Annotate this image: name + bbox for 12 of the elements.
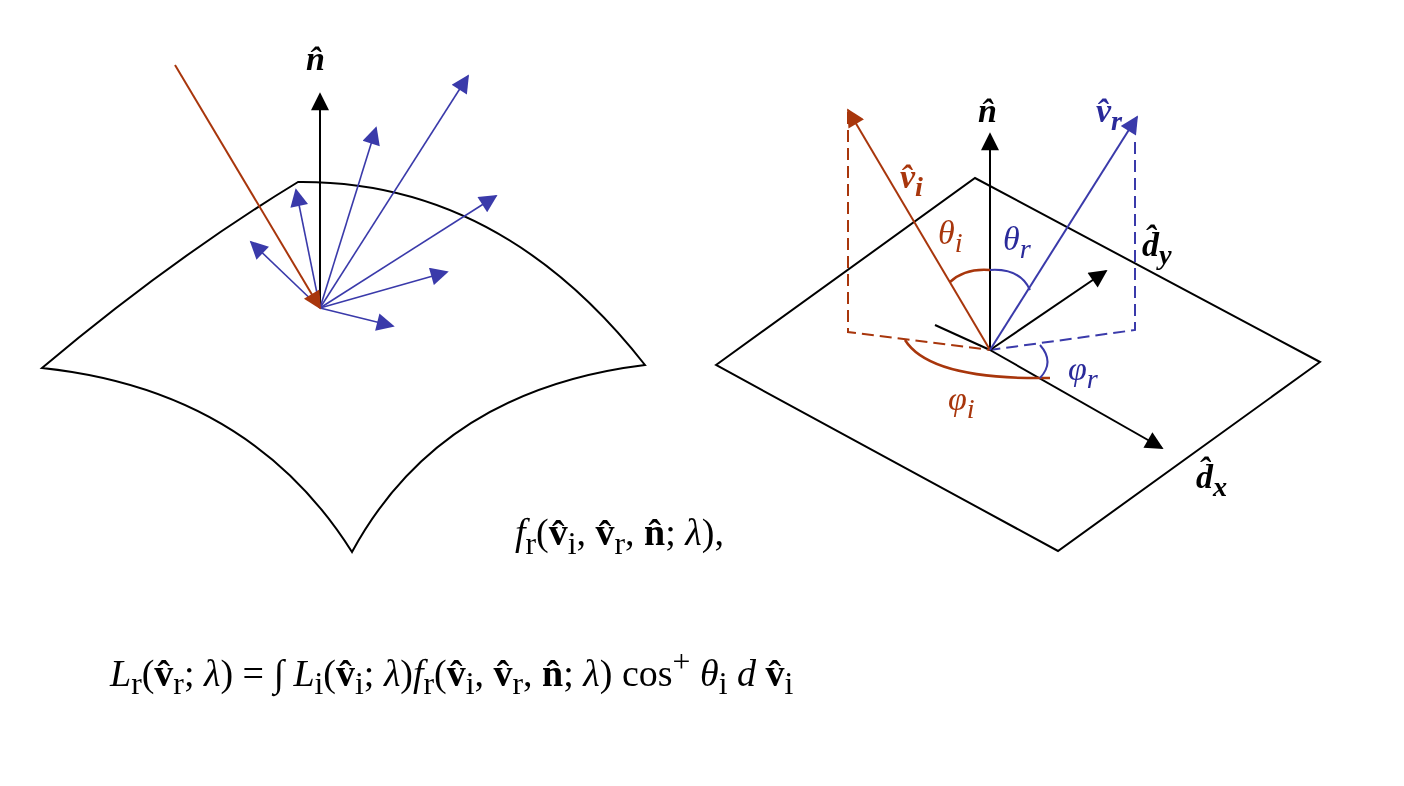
- angle-label: θ$_{r}$: [1003, 220, 1031, 264]
- vector-label: v̂$_{i}$: [900, 158, 923, 202]
- equation: f$_{r}$(v̂$_{i}$, v̂$_{r}$, n̂; λ),: [515, 512, 724, 562]
- vector-label: v̂$_{r}$: [1096, 92, 1123, 136]
- angle-label: θ$_{i}$: [938, 214, 963, 258]
- angle-label: φ$_{i}$: [948, 380, 975, 424]
- vector-label: d̂$_{x}$: [1196, 458, 1228, 502]
- vector-label: n̂: [306, 40, 325, 78]
- vector-label: n̂: [978, 92, 997, 130]
- angle-label: φ$_{r}$: [1068, 350, 1098, 394]
- equation: L$_{r}$(v̂$_{r}$; λ) = ∫ L$_{i}$(v̂$_{i}$; λ)f$_{r}$(v̂$_{i}$, v̂$_{r}$, n̂; λ) cos$^{+}$ θ$_{i}$ d v̂$_{i}$: [110, 645, 794, 703]
- vector-label: d̂$_{y}$: [1142, 226, 1172, 270]
